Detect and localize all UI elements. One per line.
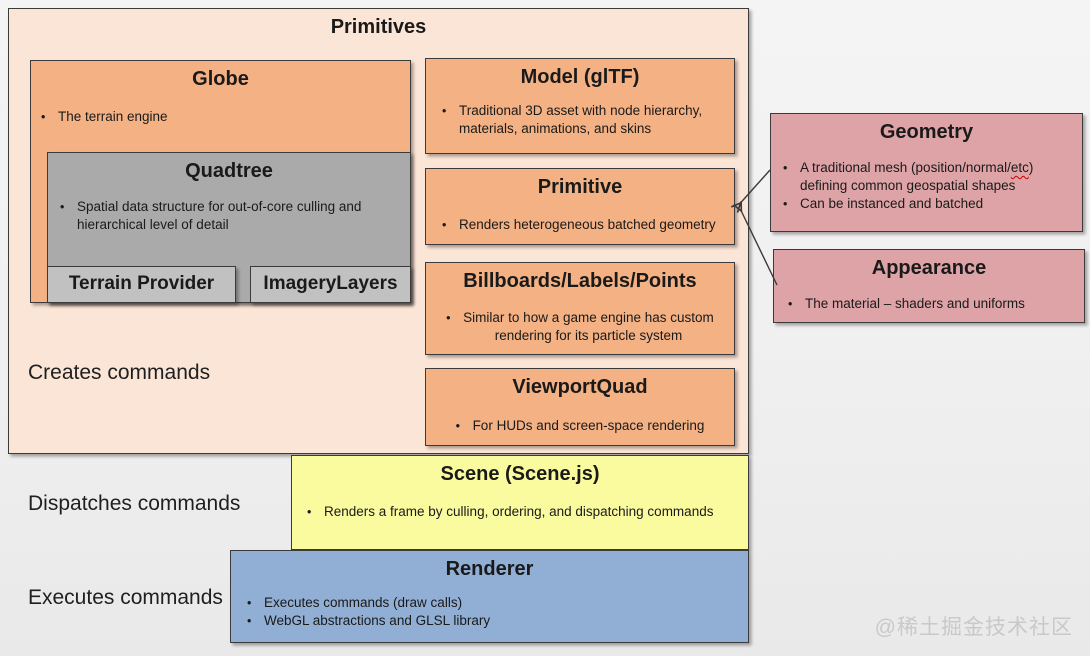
imagery-layers-title: ImageryLayers bbox=[263, 273, 398, 294]
globe-bullets: • The terrain engine bbox=[31, 108, 410, 126]
quadtree-bullet-text: Spatial data structure for out-of-core c… bbox=[77, 199, 362, 232]
primitive-title: Primitive bbox=[537, 176, 623, 198]
billboards-bullet-text: Similar to how a game engine has custom … bbox=[463, 310, 714, 343]
scene-box: Scene (Scene.js) • Renders a frame by cu… bbox=[291, 455, 749, 550]
bullet-marker: • bbox=[446, 311, 451, 325]
scene-bullets: • Renders a frame by culling, ordering, … bbox=[292, 503, 748, 521]
bullet-item: • Renders a frame by culling, ordering, … bbox=[307, 503, 748, 521]
primitives-title: Primitives bbox=[330, 16, 427, 38]
model-gltf-box: Model (glTF) • Traditional 3D asset with… bbox=[425, 58, 735, 154]
billboards-title: Billboards/Labels/Points bbox=[463, 270, 697, 292]
bullet-item: • Traditional 3D asset with node hierarc… bbox=[442, 102, 734, 138]
bullet-marker: • bbox=[455, 419, 460, 433]
bullet-marker: • bbox=[247, 596, 252, 610]
quadtree-bullets: • Spatial data structure for out-of-core… bbox=[48, 198, 410, 234]
renderer-box: Renderer • Executes commands (draw calls… bbox=[230, 550, 749, 643]
bullet-item: • Can be instanced and batched bbox=[783, 195, 1082, 213]
terrain-provider-title: Terrain Provider bbox=[68, 273, 215, 294]
bullet-item: • For HUDs and screen-space rendering bbox=[426, 417, 734, 435]
bullet-marker: • bbox=[307, 505, 312, 519]
primitive-box: Primitive • Renders heterogeneous batche… bbox=[425, 168, 735, 245]
bullet-item: • Renders heterogeneous batched geometry bbox=[442, 216, 734, 234]
bullet-item: • The material – shaders and uniforms bbox=[788, 295, 1084, 313]
viewportquad-bullet-text: For HUDs and screen-space rendering bbox=[472, 418, 705, 433]
globe-title: Globe bbox=[192, 68, 249, 90]
spellcheck-squiggle-word: etc bbox=[1010, 160, 1029, 175]
bullet-marker: • bbox=[41, 110, 46, 124]
geometry-box: Geometry • A traditional mesh (position/… bbox=[770, 113, 1083, 232]
bullet-marker: • bbox=[783, 196, 788, 211]
scene-bullet-text: Renders a frame by culling, ordering, an… bbox=[324, 504, 714, 519]
primitive-bullets: • Renders heterogeneous batched geometry bbox=[426, 216, 734, 234]
globe-bullet-text: The terrain engine bbox=[58, 109, 168, 124]
bullet-item: • The terrain engine bbox=[41, 108, 410, 126]
watermark: @稀土掘金技术社区 bbox=[874, 616, 1073, 639]
bullet-marker: • bbox=[442, 104, 447, 118]
geometry-title: Geometry bbox=[879, 121, 974, 143]
creates-commands-label: Creates commands bbox=[28, 361, 211, 384]
renderer-bullets: • Executes commands (draw calls) • WebGL… bbox=[231, 594, 748, 630]
model-gltf-title: Model (glTF) bbox=[520, 66, 640, 88]
viewportquad-bullets: • For HUDs and screen-space rendering bbox=[426, 417, 734, 435]
viewportquad-box: ViewportQuad • For HUDs and screen-space… bbox=[425, 368, 735, 446]
executes-commands-label: Executes commands bbox=[28, 586, 223, 609]
renderer-bullet2-text: WebGL abstractions and GLSL library bbox=[264, 613, 491, 629]
bullet-item: • WebGL abstractions and GLSL library bbox=[247, 612, 748, 630]
dispatches-commands-label: Dispatches commands bbox=[28, 492, 241, 515]
quadtree-title: Quadtree bbox=[185, 160, 273, 182]
bullet-marker: • bbox=[247, 614, 252, 629]
bullet-marker: • bbox=[442, 218, 447, 232]
model-bullets: • Traditional 3D asset with node hierarc… bbox=[426, 102, 734, 138]
terrain-provider-box: Terrain Provider bbox=[47, 266, 236, 303]
viewportquad-title: ViewportQuad bbox=[512, 376, 648, 398]
bullet-item: • Similar to how a game engine has custo… bbox=[426, 309, 734, 345]
bullet-marker: • bbox=[783, 161, 788, 175]
bullet-marker: • bbox=[788, 297, 793, 311]
appearance-bullets: • The material – shaders and uniforms bbox=[774, 295, 1084, 313]
billboards-bullets: • Similar to how a game engine has custo… bbox=[426, 309, 734, 345]
renderer-title: Renderer bbox=[445, 558, 534, 580]
appearance-box: Appearance • The material – shaders and … bbox=[773, 249, 1085, 323]
primitive-bullet-text: Renders heterogeneous batched geometry bbox=[459, 217, 716, 232]
geometry-bullet1-text: A traditional mesh (position/normal/etc)… bbox=[800, 160, 1034, 193]
bullet-item: • Spatial data structure for out-of-core… bbox=[60, 198, 410, 234]
bullet-item: • A traditional mesh (position/normal/et… bbox=[783, 159, 1082, 195]
geometry-bullet2-text: Can be instanced and batched bbox=[800, 195, 984, 211]
bullet-marker: • bbox=[60, 200, 65, 214]
imagery-layers-box: ImageryLayers bbox=[250, 266, 411, 303]
scene-title: Scene (Scene.js) bbox=[440, 463, 600, 485]
appearance-bullet-text: The material – shaders and uniforms bbox=[805, 296, 1025, 311]
bullet-item: • Executes commands (draw calls) bbox=[247, 594, 748, 612]
appearance-title: Appearance bbox=[871, 257, 987, 279]
billboards-labels-points-box: Billboards/Labels/Points • Similar to ho… bbox=[425, 262, 735, 355]
geometry-bullets: • A traditional mesh (position/normal/et… bbox=[771, 159, 1082, 213]
renderer-bullet1-text: Executes commands (draw calls) bbox=[264, 595, 463, 610]
model-bullet-text: Traditional 3D asset with node hierarchy… bbox=[459, 103, 703, 136]
